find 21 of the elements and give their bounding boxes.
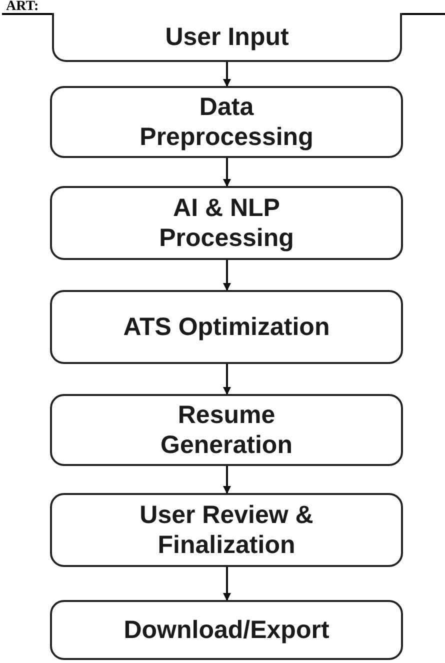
arrow	[223, 364, 231, 395]
arrow	[223, 260, 231, 291]
step-label: ATS Optimization	[123, 312, 330, 342]
step-label: Resume Generation	[160, 400, 294, 460]
heading-fragment: ART:	[6, 0, 39, 13]
process-box	[50, 600, 403, 660]
arrow	[223, 158, 231, 187]
step-label: Data Preprocessing	[138, 92, 314, 152]
step-label: Download/Export	[124, 615, 330, 645]
process-box	[50, 493, 403, 567]
step-label: User Input	[165, 22, 289, 52]
step-label: User Review & Finalization	[138, 500, 314, 560]
process-box	[52, 13, 402, 62]
process-box	[50, 186, 403, 260]
arrow	[223, 62, 231, 87]
process-box	[50, 394, 403, 466]
arrow	[223, 466, 231, 494]
step-label: AI & NLP Processing	[158, 193, 295, 253]
process-box	[50, 290, 403, 364]
process-box	[50, 86, 403, 158]
arrow	[223, 567, 231, 601]
